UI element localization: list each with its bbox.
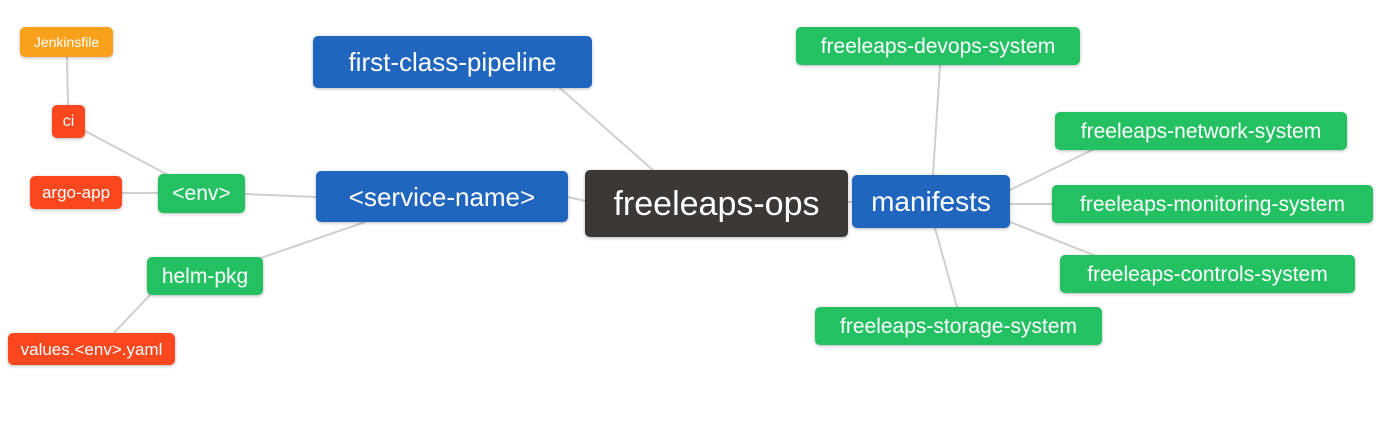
node-manifests[interactable]: manifests (852, 175, 1010, 228)
node-service-name[interactable]: <service-name> (316, 171, 568, 222)
edge-helm-pkg-values (112, 294, 151, 335)
node-devops-system[interactable]: freeleaps-devops-system (796, 27, 1080, 65)
edge-ci-env (84, 130, 173, 178)
edge-manifests-storage-system (934, 227, 958, 308)
node-network-system[interactable]: freeleaps-network-system (1055, 112, 1347, 150)
node-env[interactable]: <env> (158, 174, 245, 213)
node-storage-system[interactable]: freeleaps-storage-system (815, 307, 1102, 345)
node-first-class-pipeline[interactable]: first-class-pipeline (313, 36, 592, 88)
edge-env-service-name (244, 193, 317, 198)
edge-service-name-helm-pkg (257, 221, 366, 260)
node-jenkinsfile[interactable]: Jenkinsfile (20, 27, 113, 57)
edge-manifests-devops-system (932, 64, 941, 176)
node-values-env-yaml[interactable]: values.<env>.yaml (8, 333, 175, 365)
node-argo-app[interactable]: argo-app (30, 176, 122, 209)
node-controls-system[interactable]: freeleaps-controls-system (1060, 255, 1355, 293)
edge-service-name-freeleaps-ops (567, 196, 586, 202)
node-helm-pkg[interactable]: helm-pkg (147, 257, 263, 295)
node-ci[interactable]: ci (52, 105, 85, 138)
node-monitoring-system[interactable]: freeleaps-monitoring-system (1052, 185, 1373, 223)
edge-manifests-controls-system (1009, 221, 1097, 257)
edge-pipeline-freeleaps-ops (559, 87, 656, 173)
node-freeleaps-ops[interactable]: freeleaps-ops (585, 170, 848, 237)
edge-jenkinsfile-ci (66, 56, 69, 106)
edge-manifests-network-system (1009, 149, 1093, 191)
